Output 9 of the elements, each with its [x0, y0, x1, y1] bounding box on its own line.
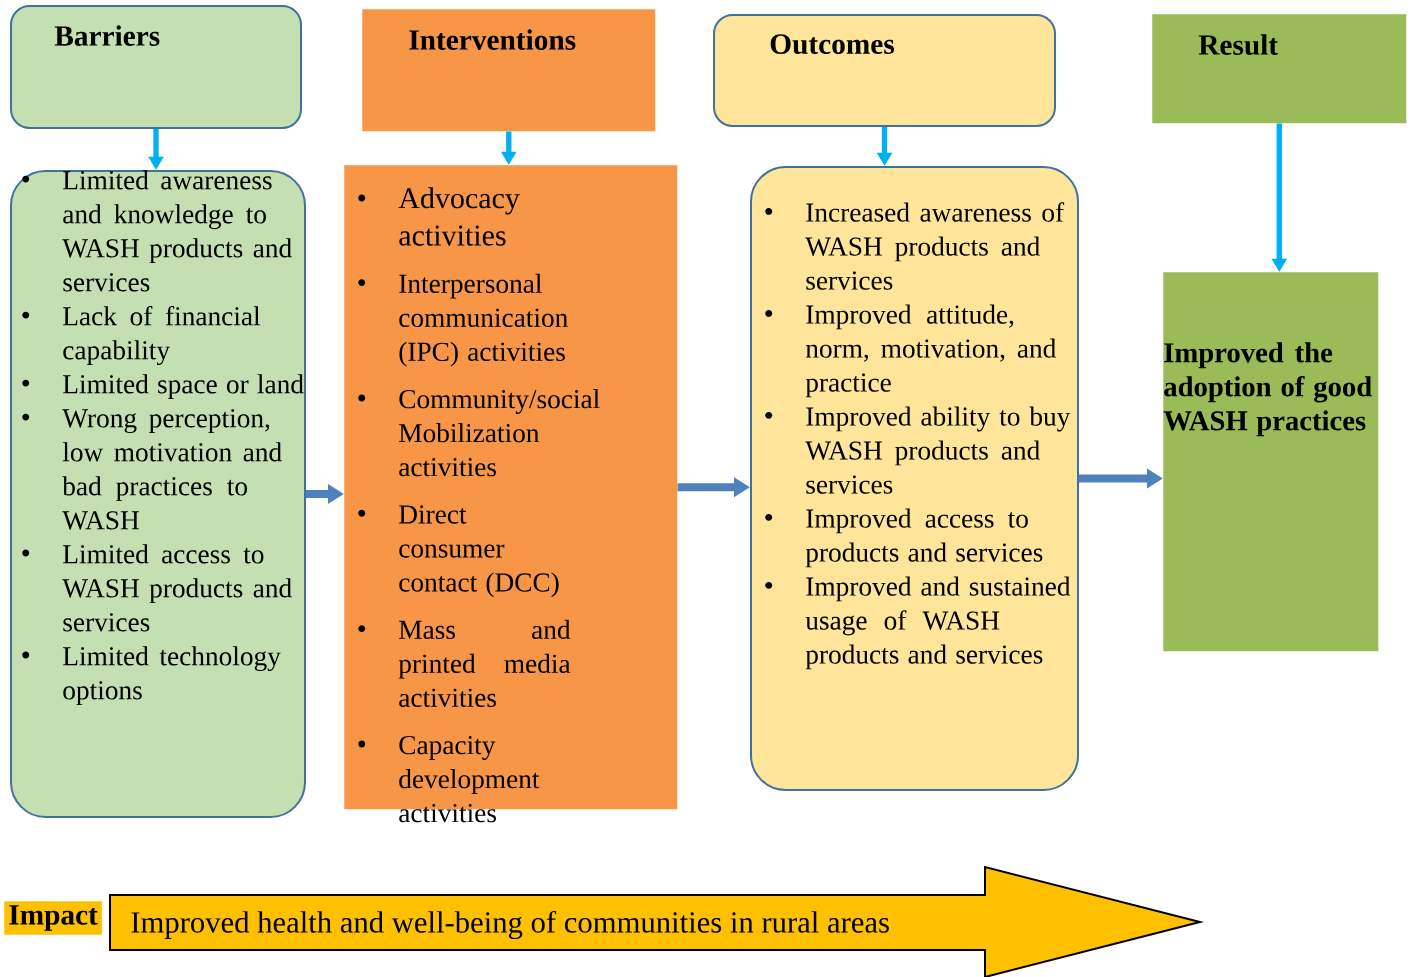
- header-box: Barriers: [10, 5, 302, 129]
- bullet-list-box: Increased awareness of WASH products and services Improved attitude, norm, motivation, and practice Improved ability to buy WASH products and services Improved access to products and services Improved and sustained usage of WASH products and services: [750, 166, 1079, 791]
- impact-label: Impact: [4, 901, 102, 935]
- bullet-list-box: Advocacy activities Interpersonal communication (IPC) activities Community/social Mobilization activities Direct consumer contact (DCC) Mass and printed media activities Capacity development activities: [344, 165, 678, 823]
- header-box: Outcomes: [713, 14, 1056, 127]
- header-box: Result: [1152, 14, 1407, 124]
- result-box: Improved the adoption of good WASH practices: [1163, 272, 1379, 652]
- header-box: Interventions: [362, 9, 656, 132]
- bullet-list-box: Limited awareness and knowledge to WASH products and services Lack of financial capability Limited space or land Wrong perception, low motivation and bad practices to WASH Limited access to WASH products and services Limited technology options: [10, 170, 306, 818]
